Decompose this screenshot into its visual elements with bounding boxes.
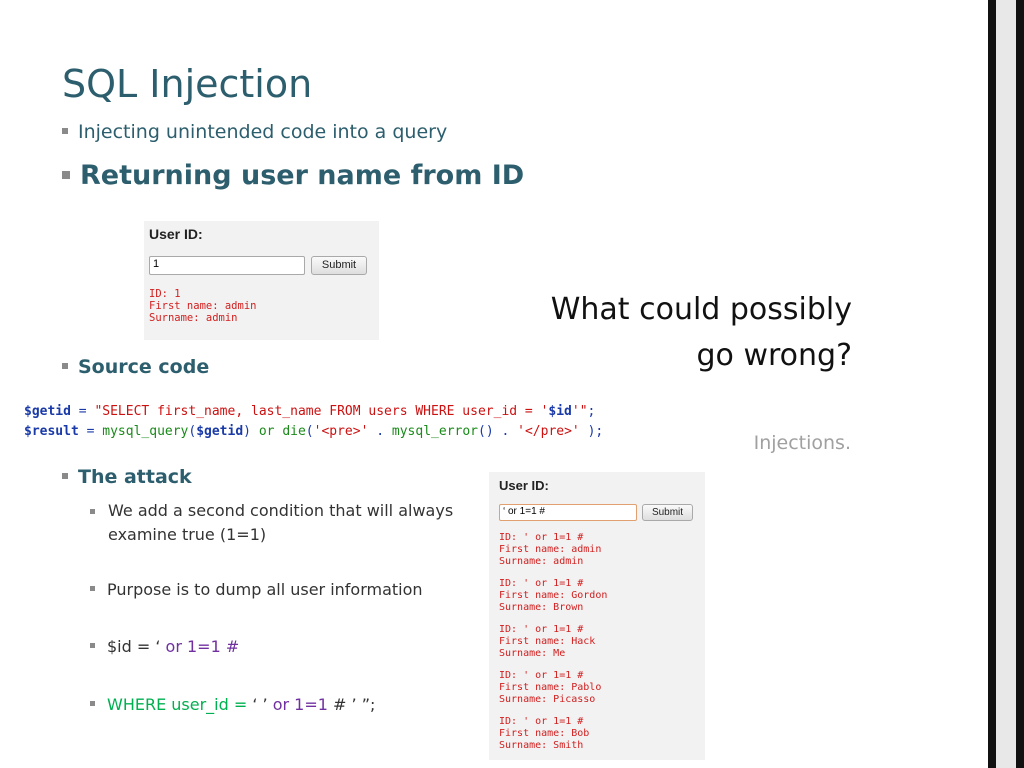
attack-point-id-value: $id = ‘ or 1=1 # <box>90 637 239 656</box>
attack-point-condition: We add a second condition that will alwa… <box>90 499 453 547</box>
square-bullet-icon <box>62 362 68 369</box>
decorative-filmstrip <box>988 0 1024 768</box>
filmstrip-edge <box>1016 0 1024 768</box>
record-line: ID: ' or 1=1 # <box>499 670 584 681</box>
user-id-form-screenshot: User ID: 1 Submit ID: 1 First name: admi… <box>144 221 379 340</box>
record-line: First name: Gordon <box>499 590 608 601</box>
user-id-label: User ID: <box>149 226 203 242</box>
record-line: Surname: Brown <box>499 602 584 613</box>
record-line: ID: ' or 1=1 # <box>499 624 584 635</box>
record-line: ID: ' or 1=1 # <box>499 716 584 727</box>
record-line: Surname: Smith <box>499 740 584 751</box>
record-line: First name: Hack <box>499 636 596 647</box>
bullet-returning-user: Returning user name from ID <box>62 160 524 191</box>
caption-injections: Injections. <box>753 432 851 454</box>
attack-point-purpose: Purpose is to dump all user information <box>90 580 423 599</box>
attack-point-where-clause: WHERE user_id = ‘ ’ or 1=1 # ’ ”; <box>90 695 375 714</box>
square-bullet-icon <box>90 643 95 648</box>
record-line: First name: Bob <box>499 728 590 739</box>
record-line: Surname: admin <box>499 556 584 567</box>
square-bullet-icon <box>62 170 70 179</box>
square-bullet-icon <box>90 509 95 514</box>
submit-button[interactable]: Submit <box>642 504 693 521</box>
square-bullet-icon <box>90 586 95 591</box>
code-line-result: $result = mysql_query($getid) or die('<p… <box>24 424 604 439</box>
bullet-injecting: Injecting unintended code into a query <box>62 121 447 143</box>
record-line: ID: ' or 1=1 # <box>499 578 584 589</box>
record-line: First name: admin <box>499 544 602 555</box>
square-bullet-icon <box>62 127 68 134</box>
query-output: ID: 1 First name: admin Surname: admin <box>149 288 257 324</box>
record-line: Surname: Me <box>499 648 566 659</box>
slide-title: SQL Injection <box>62 62 313 106</box>
bullet-the-attack: The attack <box>62 466 192 488</box>
square-bullet-icon <box>62 472 68 479</box>
submit-button[interactable]: Submit <box>311 256 367 275</box>
attack-form-screenshot: User ID: ‘ or 1=1 # Submit ID: ' or 1=1 … <box>489 472 705 760</box>
code-line-getid: $getid = "SELECT first_name, last_name F… <box>24 404 596 419</box>
record-line: ID: ' or 1=1 # <box>499 532 584 543</box>
user-id-label: User ID: <box>499 478 549 493</box>
record-line: First name: Pablo <box>499 682 602 693</box>
record-line: Surname: Picasso <box>499 694 596 705</box>
filmstrip-edge <box>988 0 996 768</box>
user-id-input[interactable]: 1 <box>149 256 305 275</box>
rhetorical-question: What could possibly go wrong? <box>550 292 852 373</box>
user-id-input[interactable]: ‘ or 1=1 # <box>499 504 637 521</box>
square-bullet-icon <box>90 701 95 706</box>
bullet-source-code: Source code <box>62 356 209 378</box>
